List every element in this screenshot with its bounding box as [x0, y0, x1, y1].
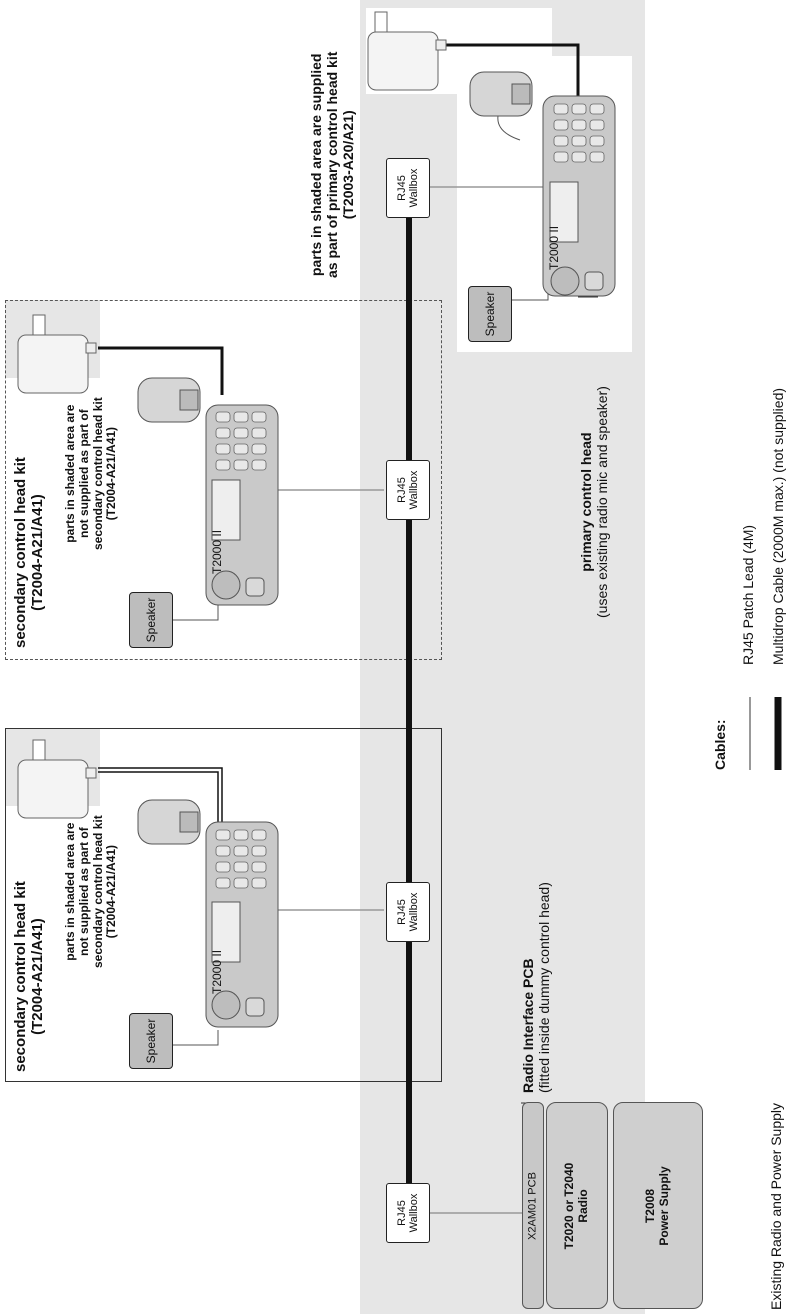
psu-lead-lower [98, 767, 223, 822]
primary-shaded-note: parts in shaded area are supplied as par… [308, 51, 357, 278]
cables-legend-title: Cables: [712, 719, 728, 770]
secondary-kit-title-lower: secondary control head kit (T2004-A21/A4… [12, 881, 47, 1072]
speaker-primary: Speaker [468, 286, 512, 342]
speaker-lead-lower [173, 1030, 219, 1046]
keypad-keys [215, 103, 605, 889]
secondary-kit-box-upper [5, 300, 442, 660]
head-model-primary: T2000 II [547, 225, 561, 270]
speaker-lead-primary [512, 290, 549, 301]
radio-pcb-label: Radio Interface PCB (fitted inside dummy… [520, 882, 553, 1093]
head-model-lower: T2000 II [210, 949, 224, 994]
psu-lead-primary [440, 43, 580, 100]
legend-patch-label: RJ45 Patch Lead (4M) [740, 524, 756, 665]
head-model-upper: T2000 II [210, 529, 224, 574]
pcb-unit: X2AM01 PCB [522, 1102, 544, 1309]
plugpack-primary [367, 11, 447, 91]
speaker-lower: Speaker [129, 1013, 173, 1069]
plugpack-upper [17, 314, 97, 394]
microphone-primary [469, 71, 533, 141]
plugpack-lower [17, 739, 97, 819]
speaker-lead-upper [173, 605, 219, 621]
secondary-kit-box-lower [5, 728, 442, 1082]
secondary-note-lower: parts in shaded area are not supplied as… [63, 815, 119, 968]
microphone-lower [137, 799, 201, 845]
existing-label: Existing Radio and Power Supply [768, 1102, 784, 1310]
secondary-kit-title-upper: secondary control head kit (T2004-A21/A4… [12, 457, 47, 648]
primary-head-label: primary control head (uses existing radi… [578, 386, 611, 618]
legend-multidrop-label: Multidrop Cable (2000M max.) (not suppli… [770, 387, 786, 665]
secondary-note-upper: parts in shaded area are not supplied as… [63, 397, 119, 550]
speaker-upper: Speaker [129, 592, 173, 648]
microphone-upper [137, 377, 201, 423]
psu-lead-upper [98, 346, 224, 395]
control-head-lower [205, 821, 279, 1028]
control-head-upper [205, 404, 279, 606]
psu-lead-lower-b [98, 771, 219, 822]
